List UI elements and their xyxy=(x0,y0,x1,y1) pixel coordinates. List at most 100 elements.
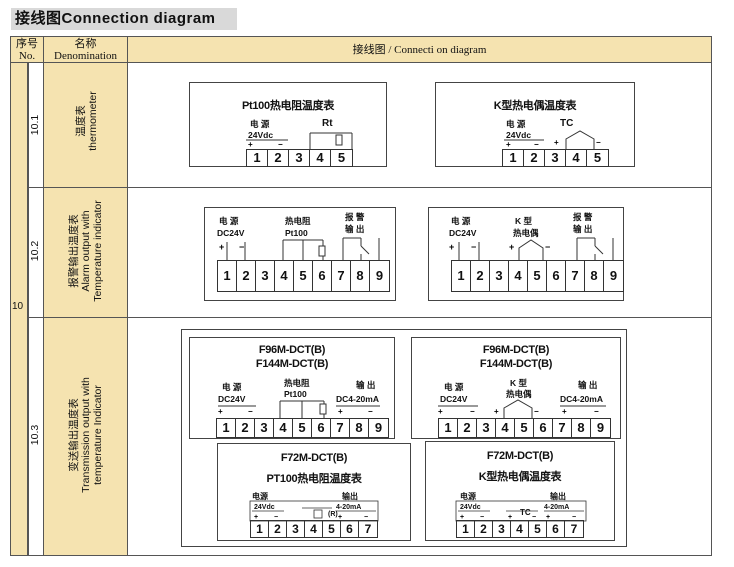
alarm-label-2: 输 出 xyxy=(573,224,593,234)
terminal-8: 8 xyxy=(350,419,369,437)
power-label: 电源 xyxy=(460,492,476,501)
terminal-4: 4 xyxy=(496,419,515,437)
terminal-5: 5 xyxy=(323,521,341,537)
terminal-6: 6 xyxy=(341,521,359,537)
terminal-4: 4 xyxy=(566,150,587,166)
header-diagram: 接线图 / Connecti on diagram xyxy=(128,37,711,63)
diagram-subtitle: K型热电偶温度表 xyxy=(478,471,562,483)
power-label: 电源 xyxy=(252,492,268,501)
svg-text:+: + xyxy=(449,242,454,252)
svg-text:+: + xyxy=(494,407,499,416)
terminal-7: 7 xyxy=(553,419,572,437)
terminal-2: 2 xyxy=(237,261,256,291)
terminal-6: 6 xyxy=(547,521,565,537)
sensor-label: TC xyxy=(560,118,574,129)
terminal-6: 6 xyxy=(313,261,332,291)
terminal-2: 2 xyxy=(475,521,493,537)
terminal-4: 4 xyxy=(275,261,294,291)
terminal-3: 3 xyxy=(545,150,566,166)
terminal-2: 2 xyxy=(236,419,255,437)
terminal-4: 4 xyxy=(310,150,331,166)
power-spec: DC24V xyxy=(218,394,246,404)
power-spec: DC24V xyxy=(449,228,477,238)
diagram-subtitle: F144M-DCT(B) xyxy=(479,358,553,370)
svg-text:−: − xyxy=(480,514,484,521)
power-spec: DC24V xyxy=(440,394,468,404)
svg-text:−: − xyxy=(368,407,373,416)
header-den-en: Denomination xyxy=(54,50,117,62)
svg-text:+: + xyxy=(218,407,223,416)
connection-table: 序号 No. 名称 Denomination 接线图 / Connecti on… xyxy=(10,36,712,556)
terminal-7: 7 xyxy=(331,419,350,437)
output-label: 输出 xyxy=(550,492,566,501)
header-denomination: 名称 Denomination xyxy=(44,37,128,63)
page-heading: 接线图Connection diagram xyxy=(11,8,237,30)
sensor-spec: 热电偶 xyxy=(506,389,532,399)
row-name-en2: Temperature indicator xyxy=(92,200,104,302)
row-separator xyxy=(28,317,711,318)
terminal-6: 6 xyxy=(547,261,566,291)
terminal-5: 5 xyxy=(294,261,313,291)
terminal-4: 4 xyxy=(274,419,293,437)
header-no: 序号 No. xyxy=(11,37,44,63)
svg-text:+: + xyxy=(219,242,224,252)
svg-text:−: − xyxy=(471,242,476,252)
row-number-strip xyxy=(28,63,44,555)
output-spec: 4-20mA xyxy=(336,504,362,511)
terminal-3: 3 xyxy=(289,150,310,166)
output-spec: DC4-20mA xyxy=(560,394,603,404)
terminal-8: 8 xyxy=(585,261,604,291)
power-label: 电 源 xyxy=(444,382,464,392)
sensor-label: 热电阻 xyxy=(284,378,310,388)
diagram-subtitle: PT100热电阻温度表 xyxy=(266,473,362,485)
power-label: 电 源 xyxy=(219,216,239,226)
wiring-lines: + − + − + − xyxy=(438,399,606,418)
terminal-7: 7 xyxy=(566,261,585,291)
svg-text:+: + xyxy=(338,407,343,416)
terminal-3: 3 xyxy=(477,419,496,437)
terminal-5: 5 xyxy=(529,521,547,537)
group-number: 10 xyxy=(12,301,24,312)
sensor-spec: 热电偶 xyxy=(513,228,539,238)
svg-text:−: − xyxy=(534,140,539,149)
denomination-strip xyxy=(44,63,128,555)
svg-text:+: + xyxy=(254,514,258,521)
group-strip xyxy=(11,63,28,555)
header-no-en: No. xyxy=(18,50,36,62)
svg-text:−: − xyxy=(248,407,253,416)
terminal-5: 5 xyxy=(293,419,312,437)
row-no-10-2: 10.2 xyxy=(29,240,41,262)
wiring-lines: + − + − + − xyxy=(455,500,587,522)
row-name-cn: 报警输出温度表 xyxy=(68,214,80,288)
output-label: 输 出 xyxy=(356,380,376,390)
alarm-label: 报 警 xyxy=(345,212,365,222)
sensor-spec: Pt100 xyxy=(285,228,308,238)
row-name-en2: temperature Indicator xyxy=(92,385,104,485)
terminal-2: 2 xyxy=(524,150,545,166)
sensor-label: K 型 xyxy=(515,216,533,226)
terminal-8: 8 xyxy=(572,419,591,437)
power-spec: 24Vdc xyxy=(460,504,481,511)
wiring-lines: + − + − xyxy=(249,500,379,522)
svg-text:+: + xyxy=(338,514,342,521)
terminal-5: 5 xyxy=(337,150,346,165)
svg-text:−: − xyxy=(534,407,539,416)
power-label: 电 源 xyxy=(222,382,242,392)
terminal-1: 1 xyxy=(247,150,268,166)
diagram-subtitle: F144M-DCT(B) xyxy=(255,358,329,370)
svg-text:−: − xyxy=(470,407,475,416)
svg-text:+: + xyxy=(546,514,550,521)
terminal-2: 2 xyxy=(471,261,490,291)
row-name-en: Alarm output with xyxy=(80,210,92,292)
svg-text:+: + xyxy=(460,514,464,521)
terminal-9: 9 xyxy=(375,268,384,283)
power-spec: 24Vdc xyxy=(506,130,532,140)
diagram-f96m-k-thermocouple: F96M-DCT(B) F144M-DCT(B) 电 源 DC24V K 型 热… xyxy=(411,337,621,439)
